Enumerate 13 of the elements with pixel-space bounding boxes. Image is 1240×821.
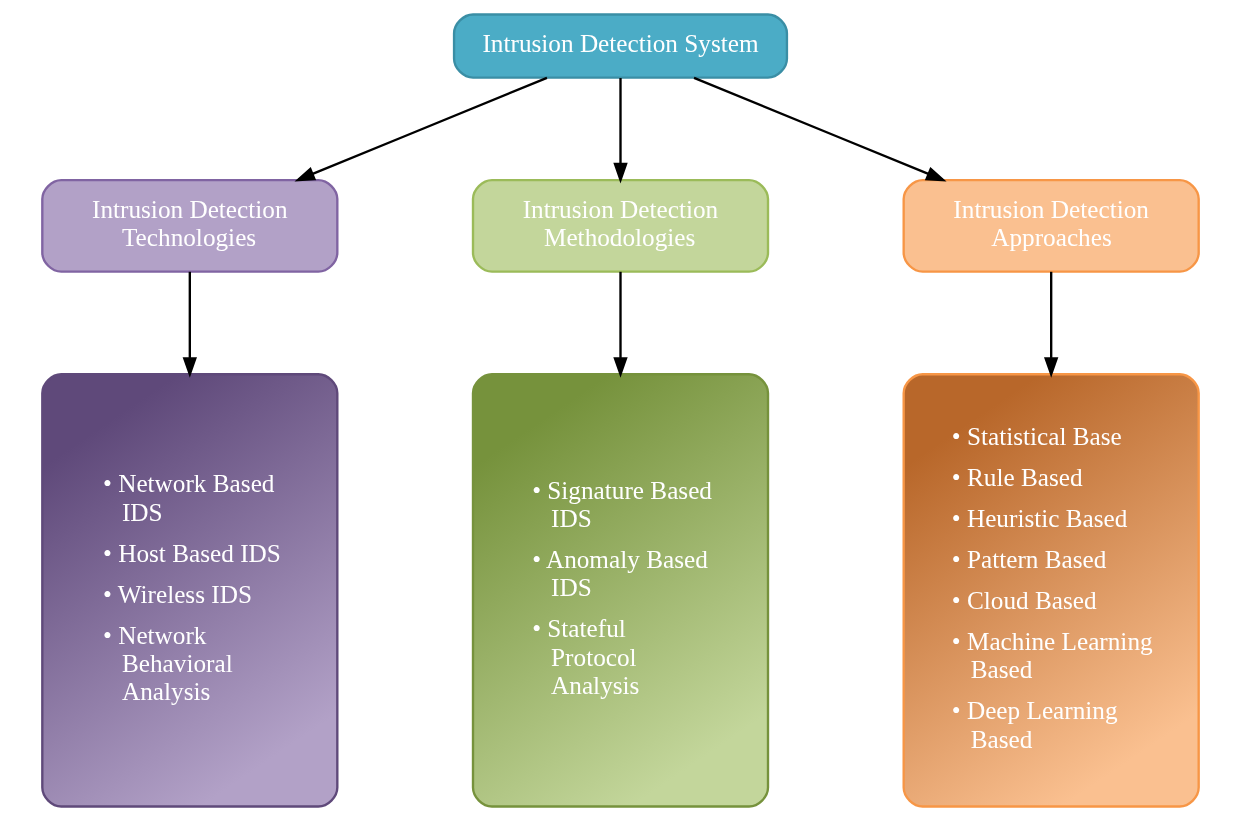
arrow <box>182 271 197 378</box>
arrow <box>612 271 628 378</box>
node-box: Intrusion Detection System <box>452 13 788 79</box>
arrow <box>1043 271 1058 378</box>
arrow <box>693 76 947 182</box>
node-box: Intrusion Detection Methodologies <box>471 179 769 273</box>
arrow <box>612 78 628 184</box>
node-box: • Statistical Base • Rule Based • Heuristic Based • Pattern Based • Cloud Based • Machine Learning Based • Deep Learning Based <box>902 373 1200 808</box>
node-box: Intrusion Detection Technologies <box>40 179 338 273</box>
arrow <box>293 76 547 182</box>
node-box: Intrusion Detection Approaches <box>902 179 1200 273</box>
node-box: • Signature Based IDS • Anomaly Based IDS • Stateful Protocol Analysis <box>471 373 769 808</box>
node-box: • Network Based IDS • Host Based IDS • Wireless IDS • Network Behavioral Analysis <box>40 373 338 808</box>
